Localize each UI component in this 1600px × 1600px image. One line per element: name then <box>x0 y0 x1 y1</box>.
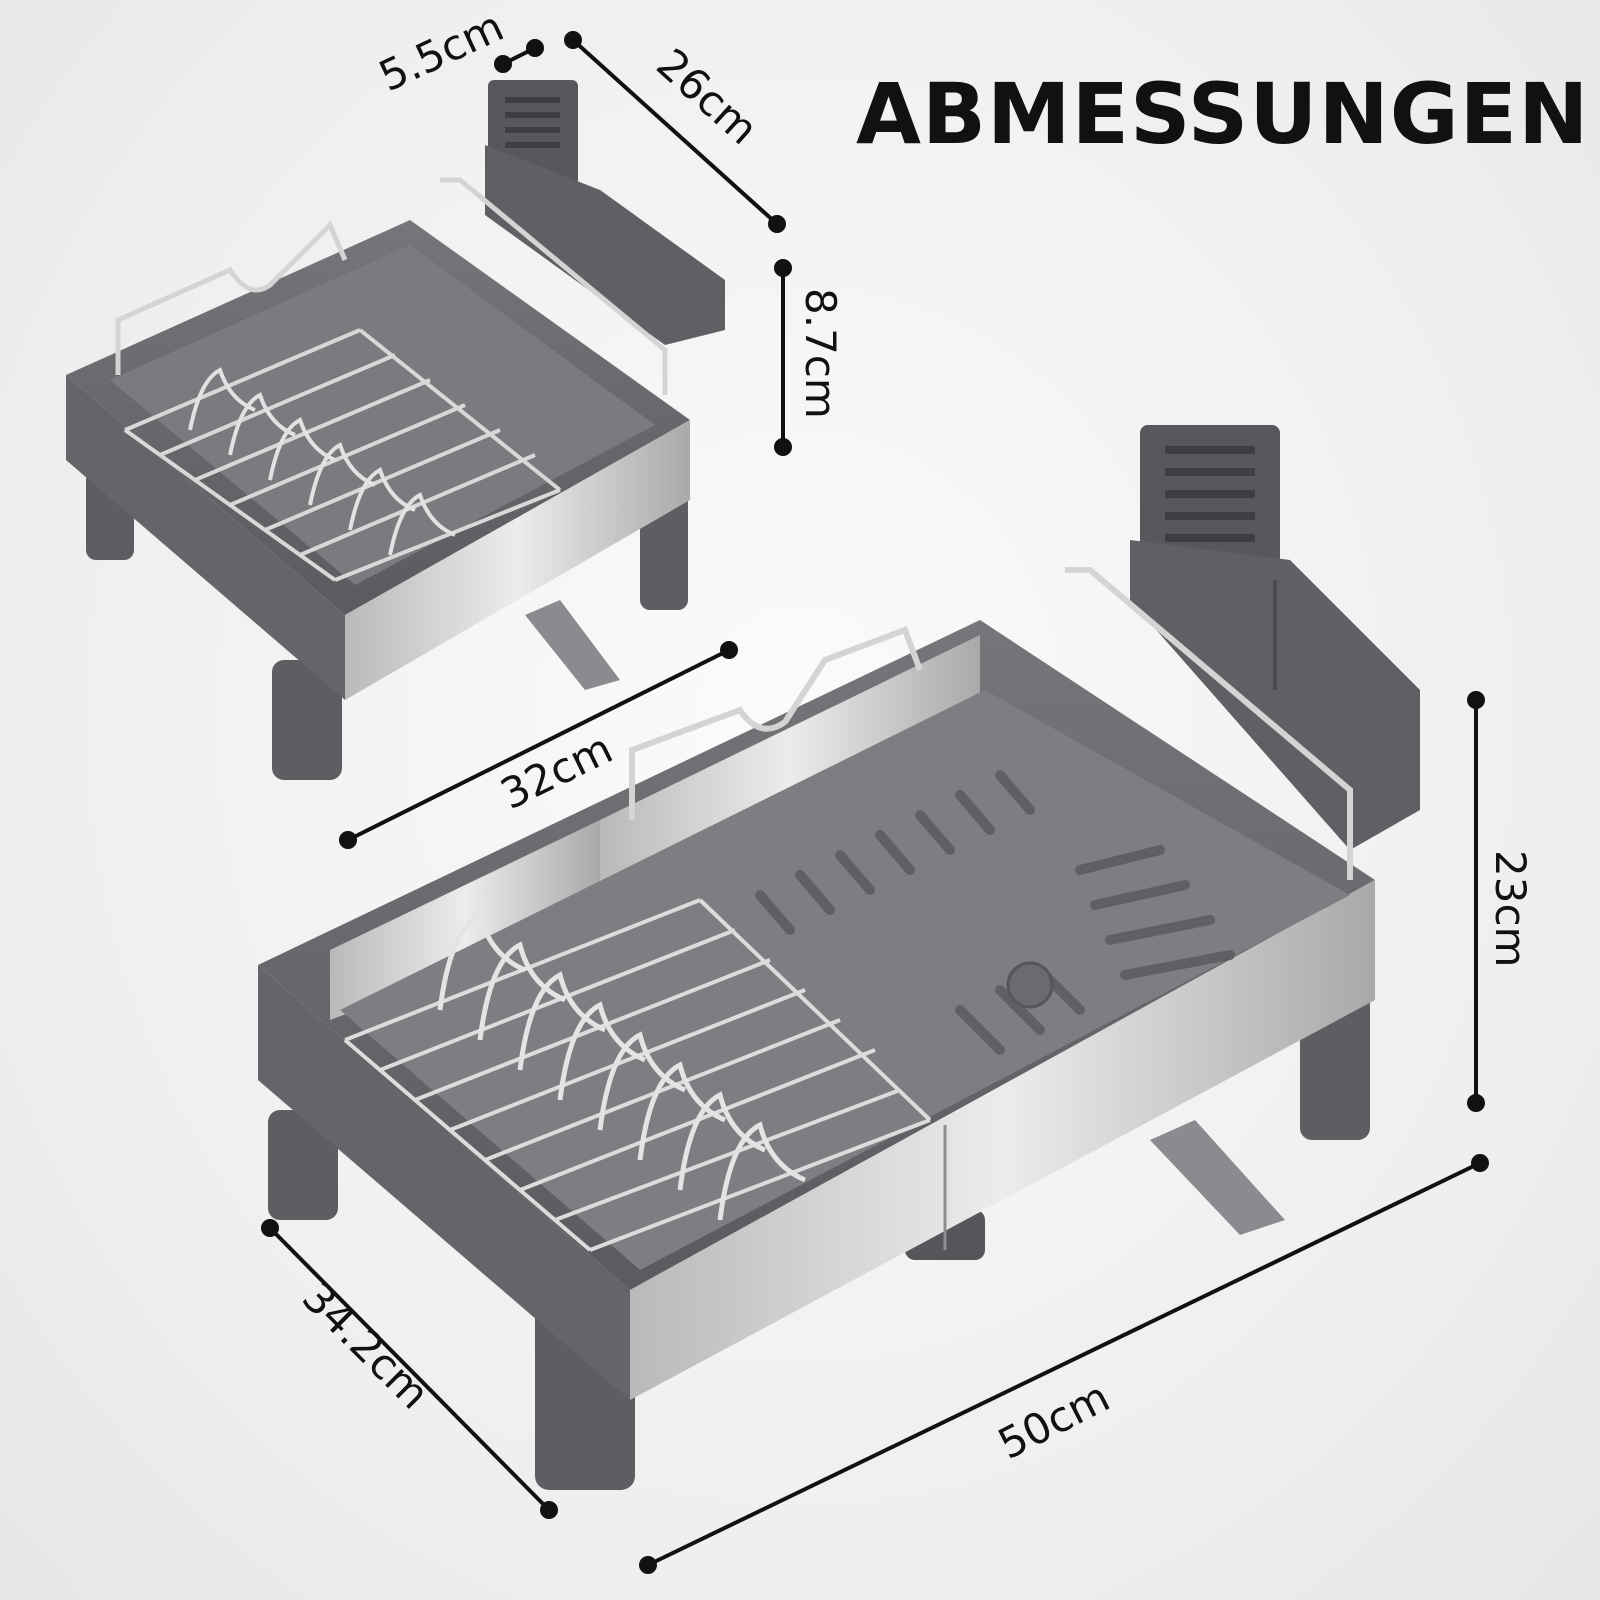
small-rack-spout <box>525 600 620 690</box>
dim-dot <box>339 831 357 849</box>
dim-dot <box>1467 691 1485 709</box>
title: ABMESSUNGEN <box>856 65 1590 163</box>
large-rack-front-panel <box>630 880 1375 1400</box>
dimension-lines <box>261 31 1489 1574</box>
dim-dot <box>774 438 792 456</box>
dim-dot <box>526 39 544 57</box>
small-rack-plate-dividers <box>188 367 456 556</box>
large-utensil-holder <box>1130 540 1420 850</box>
dim-dot <box>768 215 786 233</box>
dim-line-large-depth <box>268 1226 551 1512</box>
dim-dot <box>1471 1154 1489 1172</box>
large-rack-spout <box>1150 1120 1285 1235</box>
label-large-width: 50cm <box>990 1372 1117 1469</box>
dim-dot <box>720 641 738 659</box>
large-rack-drain-ridges <box>755 770 1235 1055</box>
dim-dot <box>261 1219 279 1237</box>
large-holder-hanger-wire <box>1065 567 1353 880</box>
small-rack-leg-front <box>272 660 342 780</box>
dim-dot <box>774 259 792 277</box>
small-dish-rack <box>66 80 725 780</box>
dim-line-small-width <box>347 648 730 842</box>
small-rack-left-side <box>66 375 345 700</box>
dim-dot <box>1467 1094 1485 1112</box>
large-rack-back-panel-left <box>330 820 600 1020</box>
large-rack-drain-hole <box>1006 961 1054 1009</box>
dim-line-large-width <box>647 1161 1481 1567</box>
dim-dot <box>494 55 512 73</box>
label-large-depth: 34.2cm <box>293 1272 439 1418</box>
large-rack-plate-dividers <box>437 911 807 1221</box>
large-knife-slots <box>1165 446 1255 542</box>
large-rack-wire-grid <box>343 898 932 1252</box>
dim-dot <box>540 1501 558 1519</box>
large-rack-handle-wire <box>629 626 923 820</box>
small-knife-slots <box>505 97 560 148</box>
dim-dot <box>564 31 582 49</box>
label-large-height: 23cm <box>1486 850 1535 967</box>
label-holder-height: 8.7cm <box>796 288 845 419</box>
large-rack-left-side <box>258 965 630 1400</box>
small-rack-tray <box>110 245 655 585</box>
dim-dot <box>639 1556 657 1574</box>
dim-line-holder-width <box>571 38 779 226</box>
large-rack-leg-left <box>268 1110 338 1220</box>
large-rack-tray <box>340 690 1350 1270</box>
label-holder-width: 26cm <box>647 39 767 154</box>
small-utensil-holder <box>485 145 725 345</box>
small-rack-handle-wire <box>115 220 348 375</box>
small-holder-hanger-wire <box>440 177 668 395</box>
large-dish-rack <box>258 425 1420 1490</box>
small-rack-front-panel <box>345 420 690 700</box>
